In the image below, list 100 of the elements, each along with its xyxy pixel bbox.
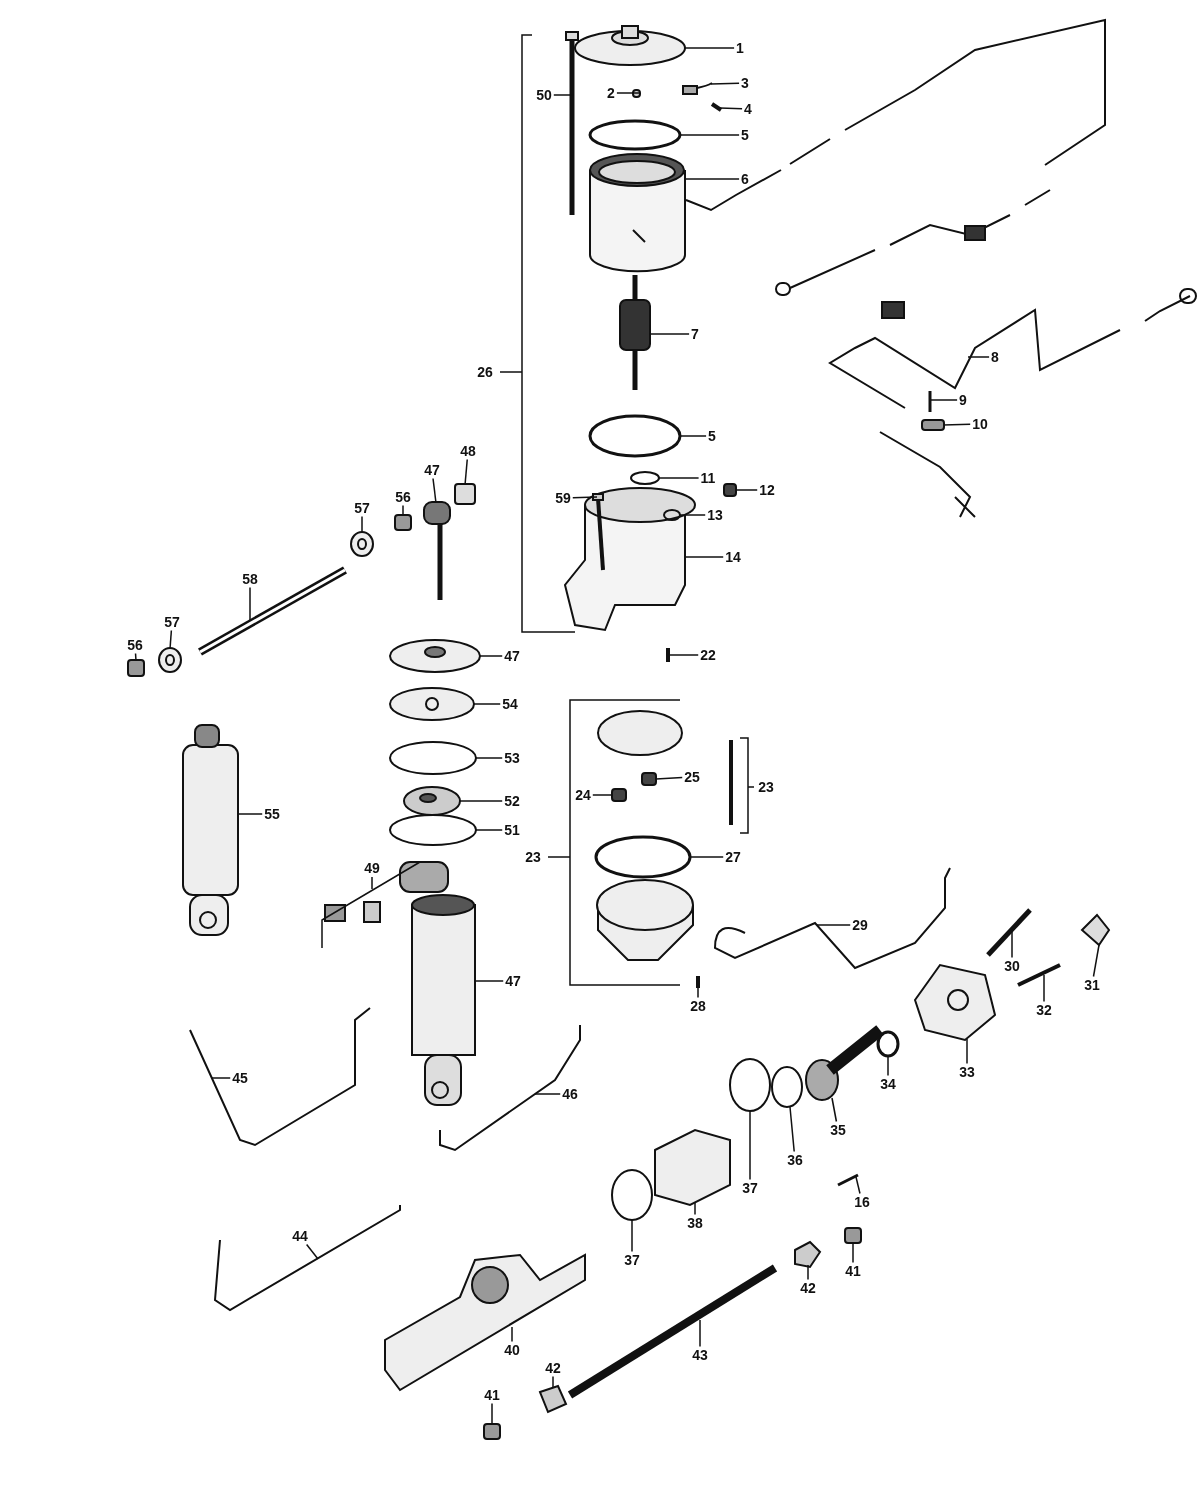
callout-number: 26 [477,364,493,380]
leader-line [616,92,640,94]
leader-line [534,1093,561,1095]
callout-number: 5 [741,127,749,143]
plug-drawing [641,772,657,786]
leader-line [473,703,501,705]
callout-number: 54 [502,696,518,712]
pin-drawing [837,1173,859,1187]
leader-line [749,1110,751,1181]
callout-number: 23 [758,779,774,795]
callout-number: 9 [959,392,967,408]
leader-line [694,1202,696,1216]
callout-number: 47 [504,648,520,664]
leader-line [697,987,699,999]
leader-line [966,1038,968,1065]
cap-drawing [574,25,686,66]
leader-line [237,813,263,815]
plug-drawing [389,687,475,721]
cylinder-drawing [182,724,239,936]
leader-line [942,423,971,426]
leader-line [134,652,137,662]
leader-line [169,629,173,650]
callout-number: 22 [700,647,716,663]
spring-drawing [710,102,723,112]
washer-drawing [350,531,374,557]
callout-number: 55 [264,806,280,822]
callout-number: 46 [562,1086,578,1102]
callout-number: 49 [364,860,380,876]
leader-line [684,556,724,558]
tube-drawing [189,1007,371,1147]
callout-number: 1 [736,40,744,56]
leader-line [816,924,851,926]
tube-drawing [213,1204,401,1312]
leader-line [572,496,598,499]
leader-line [699,1319,701,1348]
leader-line [249,586,251,621]
nut-drawing [844,1227,862,1244]
callout-number: 48 [460,443,476,459]
tube-drawing [714,867,951,969]
fitting-drawing [794,1240,822,1269]
leader-line [475,757,503,759]
leader-line [631,1219,633,1253]
rod-end-drawing [423,501,451,600]
cap-drawing [389,639,481,673]
leader-line [211,1077,231,1079]
callout-number: 58 [242,571,258,587]
leader-line [475,829,503,831]
callout-number: 41 [845,1263,861,1279]
leader-line [852,1242,854,1264]
o-ring-drawing [630,471,660,485]
leader-line [679,514,706,516]
callout-number: 47 [424,462,440,478]
callout-number: 27 [725,849,741,865]
leader-line [831,1097,838,1123]
callout-number: 31 [1084,977,1100,993]
callout-number: 13 [707,507,723,523]
callout-number: 35 [830,1122,846,1138]
o-ring-drawing [588,414,682,458]
leader-line [887,1056,889,1077]
leader-line [855,1176,861,1195]
leader-line [689,856,724,858]
leader-line [789,1106,795,1153]
o-ring-drawing [611,1169,653,1221]
callout-number: 47 [505,973,521,989]
clip-drawing [1080,913,1111,947]
leader-line [511,1326,513,1343]
o-ring-drawing [389,814,477,846]
leader-line [305,1243,319,1260]
tube-drawing [439,1024,581,1152]
callout-number: 38 [687,1215,703,1231]
leader-line [679,435,707,437]
o-ring-drawing [729,1058,771,1112]
o-ring-drawing [588,119,682,151]
shaft-drawing [198,566,347,656]
cylinder-drawing [411,894,476,1106]
leader-line [1092,944,1100,978]
leader-line [683,47,735,49]
callout-number: 5 [708,428,716,444]
callout-number: 43 [692,1347,708,1363]
callout-number: 23 [525,849,541,865]
leader-line [683,178,740,180]
callout-number: 6 [741,171,749,187]
callout-number: 44 [292,1228,308,1244]
callout-number: 7 [691,326,699,342]
sleeve-drawing [654,1128,731,1207]
callout-number: 34 [880,1076,896,1092]
callout-number: 25 [684,769,700,785]
wire-harness-drawing [828,288,1197,518]
plug-drawing [723,483,737,497]
leader-line [658,477,700,479]
callout-number: 2 [607,85,615,101]
leader-line [592,794,613,796]
o-ring-drawing [771,1066,803,1108]
leader-line [1043,974,1045,1003]
callout-number: 52 [504,793,520,809]
callout-number: 36 [787,1152,803,1168]
brush-drawing [682,82,713,95]
callout-number: 10 [972,416,988,432]
leader-line [735,489,758,491]
callout-number: 11 [700,470,716,486]
